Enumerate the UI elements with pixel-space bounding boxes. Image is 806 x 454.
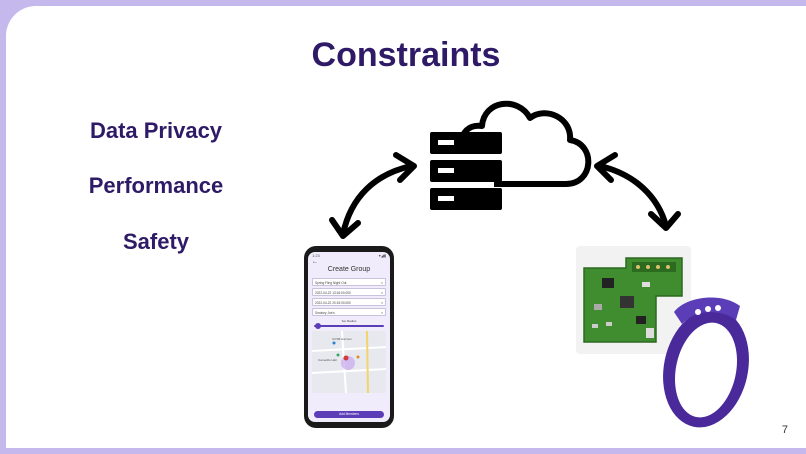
field-value: Spring Fling Night Out (315, 281, 347, 285)
status-bar: 1:23▾◢▮ (312, 253, 386, 258)
slide-title: Constraints (311, 36, 501, 74)
constraint-safety: Safety (122, 229, 190, 254)
radius-label: Set Radius (341, 319, 357, 323)
back-arrow-icon[interactable]: ← (312, 259, 318, 265)
pcb-board-image (576, 246, 691, 354)
close-icon[interactable]: × (381, 291, 383, 295)
screen-title: Create Group (327, 266, 371, 273)
map-label: UCSB Harmon (332, 337, 352, 341)
double-headed-arrow-icon-left (329, 152, 417, 239)
close-icon[interactable]: × (381, 311, 383, 315)
field-value: Smokey Joe's (315, 311, 335, 315)
page-number: 7 (781, 424, 788, 436)
end-time-field[interactable]: 2022-04-22 20:15:00.000 × (312, 298, 386, 306)
radius-slider-knob[interactable] (314, 323, 321, 329)
server-stack-icon (430, 132, 502, 210)
phone-mockup: 1:23▾◢▮ ← Create Group Spring Fling Nigh… (304, 246, 394, 428)
double-headed-arrow-icon-right (594, 152, 681, 231)
start-time-field[interactable]: 2022-04-22 13:16:00.000 × (312, 288, 386, 296)
group-name-field[interactable]: Spring Fling Night Out × (312, 278, 386, 286)
wristband-image (663, 297, 749, 428)
field-value: 2022-04-22 13:16:00.000 (315, 291, 351, 295)
map-svg: UCSB Harmon Camarillo Hall (312, 331, 386, 393)
diagram-art (329, 100, 749, 428)
field-value: 2022-04-22 20:15:00.000 (315, 301, 351, 305)
close-icon[interactable]: × (381, 301, 383, 305)
constraint-performance: Performance (88, 173, 224, 198)
map-view[interactable]: UCSB Harmon Camarillo Hall (312, 331, 386, 393)
add-members-button[interactable]: Add Members (314, 411, 384, 418)
cloud-icon (458, 100, 592, 187)
radius-slider[interactable] (314, 323, 384, 329)
close-icon[interactable]: × (381, 281, 383, 285)
map-label: Camarillo Hall (318, 358, 337, 362)
location-field[interactable]: Smokey Joe's × (312, 308, 386, 316)
phone-screen: 1:23▾◢▮ ← Create Group Spring Fling Nigh… (308, 252, 390, 422)
slide: Constraints Data Privacy Performance Saf… (6, 6, 806, 448)
constraint-data-privacy: Data Privacy (89, 118, 223, 143)
